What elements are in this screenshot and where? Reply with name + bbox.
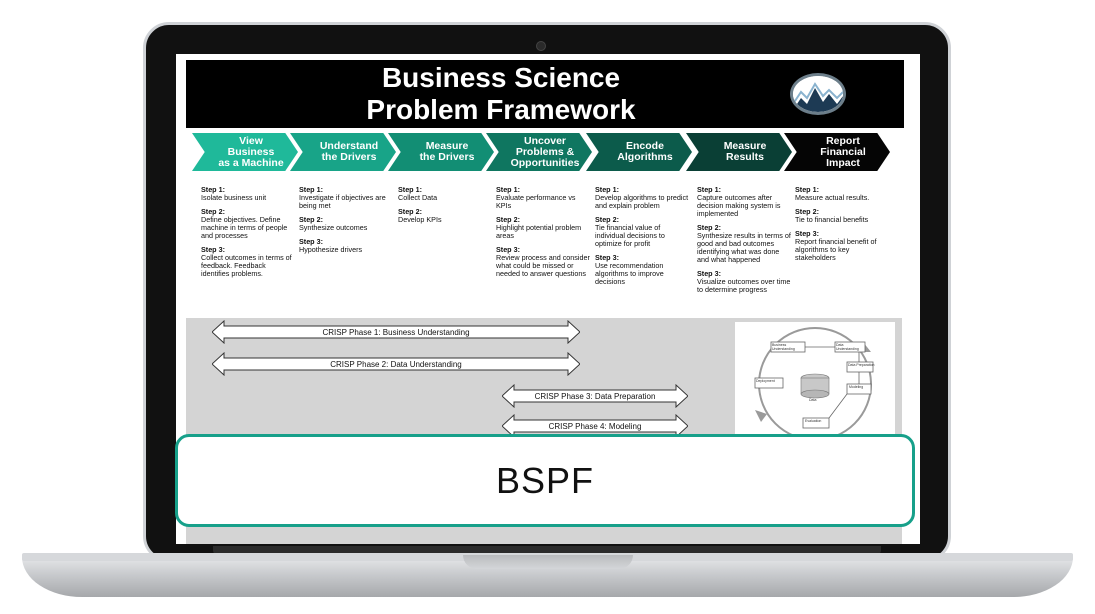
step-label: Step 2: (496, 215, 520, 224)
step-label: Step 2: (299, 215, 323, 224)
framework-title: Business Science Problem Framework (366, 62, 636, 125)
step-label: Step 1: (398, 185, 422, 194)
stage-chevron-4: Uncover Problems & Opportunities (486, 133, 592, 171)
step-label: Step 2: (398, 207, 422, 216)
step-text: Develop algorithms to predict and explai… (595, 193, 689, 210)
stage-chevron-5: Encode Algorithms (586, 133, 692, 171)
crisp-phase-arrow-4: CRISP Phase 4: Modeling (502, 414, 688, 438)
step-label: Step 3: (201, 245, 225, 254)
step-text: Evaluate performance vs KPIs (496, 193, 576, 210)
stage-label: Uncover Problems & Opportunities (510, 134, 580, 169)
step-label: Step 3: (595, 253, 619, 262)
bspf-banner: BSPF (175, 434, 915, 527)
stage-chevron-1: View Business as a Machine (192, 133, 298, 171)
step-text: Capture outcomes after decision making s… (697, 193, 781, 218)
stage-chevron-2: Understand the Drivers (290, 133, 396, 171)
stage-chevron-6: Measure Results (686, 133, 792, 171)
stage-label: Understand the Drivers (319, 140, 379, 163)
cycle-node-label: Deployment (756, 379, 775, 383)
stage-label: Measure the Drivers (419, 140, 475, 163)
step-text: Measure actual results. (795, 193, 870, 202)
laptop-hinge (213, 546, 881, 556)
step-text: Isolate business unit (201, 193, 267, 202)
step-text: Develop KPIs (398, 215, 442, 224)
step-text: Report financial benefit of algorithms t… (795, 237, 877, 262)
step-text: Review process and consider what could b… (496, 253, 590, 278)
bspf-banner-text: BSPF (495, 459, 595, 501)
crisp-phase-arrow-1: CRISP Phase 1: Business Understanding (212, 320, 580, 344)
step-text: Hypothesize drivers (299, 245, 363, 254)
cycle-node-label: Data Preparation (848, 363, 875, 367)
cycle-node-label: Data Understanding (836, 343, 859, 351)
step-label: Step 2: (595, 215, 619, 224)
step-text: Define objectives. Define machine in ter… (201, 215, 288, 240)
cycle-node-label: Business Understanding (772, 343, 795, 351)
step-text: Synthesize results in terms of good and … (697, 231, 791, 264)
stage-label: Measure Results (723, 140, 767, 163)
laptop-notch (463, 555, 633, 569)
camera-icon (536, 41, 546, 51)
cycle-node-label: Data (809, 398, 817, 402)
stage-steps-6: Step 1:Capture outcomes after decision m… (697, 186, 791, 300)
step-label: Step 3: (697, 269, 721, 278)
cycle-node-label: Evaluation (805, 419, 822, 423)
mountain-logo-icon (790, 73, 846, 115)
step-label: Step 2: (795, 207, 819, 216)
stage-label: Encode Algorithms (617, 140, 673, 163)
crisp-phase-arrow-2: CRISP Phase 2: Data Understanding (212, 352, 580, 376)
step-label: Step 1: (299, 185, 323, 194)
step-text: Tie to financial benefits (795, 215, 869, 224)
step-label: Step 3: (496, 245, 520, 254)
step-text: Tie financial value of individual decisi… (595, 223, 665, 248)
step-label: Step 1: (496, 185, 520, 194)
stage-steps-2: Step 1:Investigate if objectives are bei… (299, 186, 393, 260)
step-text: Visualize outcomes over time to determin… (697, 277, 791, 294)
step-text: Collect outcomes in terms of feedback. F… (201, 253, 292, 278)
step-label: Step 1: (697, 185, 721, 194)
framework-header: Business Science Problem Framework (186, 60, 904, 128)
step-label: Step 2: (697, 223, 721, 232)
step-text: Investigate if objectives are being met (299, 193, 386, 210)
crisp-phase-label: CRISP Phase 2: Data Understanding (330, 359, 462, 369)
cycle-node-label: Modeling (849, 385, 864, 389)
crisp-phase-label: CRISP Phase 4: Modeling (548, 421, 642, 431)
stage-label: View Business as a Machine (218, 134, 284, 169)
crisp-phase-label: CRISP Phase 3: Data Preparation (534, 391, 656, 401)
step-label: Step 2: (201, 207, 225, 216)
crisp-phase-label: CRISP Phase 1: Business Understanding (322, 327, 470, 337)
stage-label: Report Financial Impact (820, 134, 866, 169)
stage-steps-7: Step 1:Measure actual results. Step 2:Tie… (795, 186, 889, 268)
step-label: Step 1: (795, 185, 819, 194)
crisp-phase-arrow-3: CRISP Phase 3: Data Preparation (502, 384, 688, 408)
stage-steps-5: Step 1:Develop algorithms to predict and… (595, 186, 689, 292)
step-label: Step 1: (595, 185, 619, 194)
step-text: Synthesize outcomes (299, 223, 368, 232)
stage-chevron-7: Report Financial Impact (784, 133, 890, 171)
step-label: Step 3: (299, 237, 323, 246)
step-text: Use recommendation algorithms to improve… (595, 261, 664, 286)
crisp-cycle-diagram: Business Understanding Data Understanding… (735, 322, 895, 442)
step-label: Step 3: (795, 229, 819, 238)
step-label: Step 1: (201, 185, 225, 194)
stage-chevron-3: Measure the Drivers (388, 133, 494, 171)
step-text: Highlight potential problem areas (496, 223, 582, 240)
step-text: Collect Data (398, 193, 438, 202)
